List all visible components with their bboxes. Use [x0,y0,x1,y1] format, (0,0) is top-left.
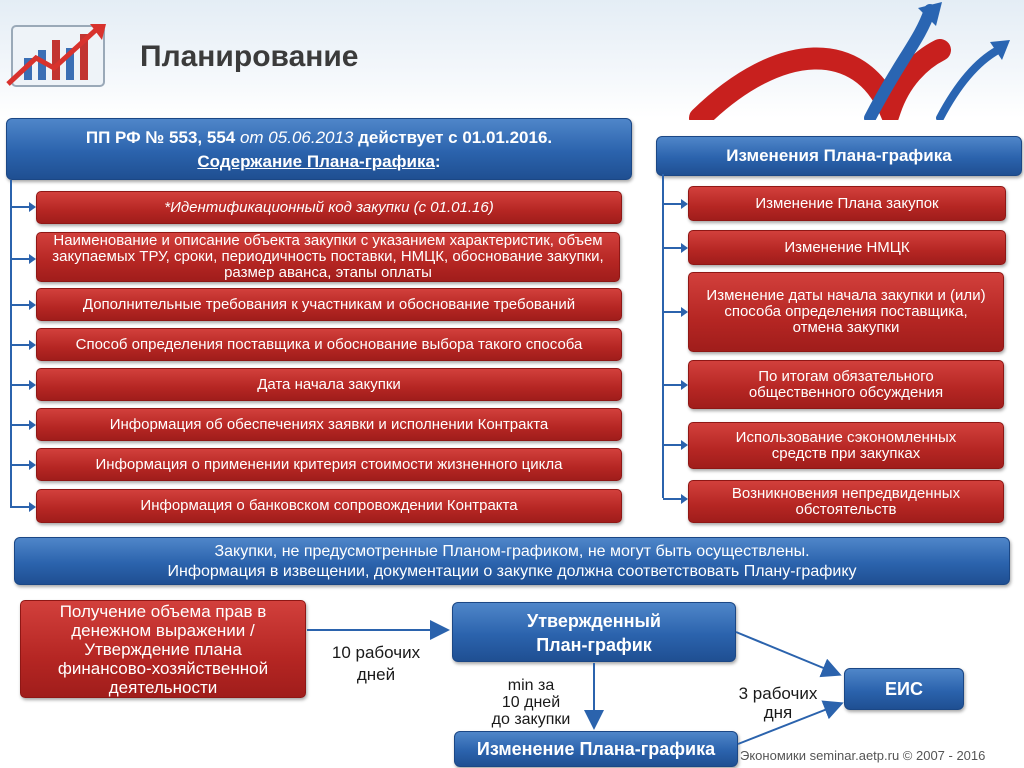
right-item-3: Изменение даты начала закупки и (или) сп… [688,272,1004,352]
banner-line-2: Информация в извещении, документации о з… [167,563,857,580]
connector [11,506,31,508]
connector-arrow-icon [681,440,688,450]
connector-arrow-icon [29,420,36,430]
ten-days-label: 10 рабочих дней [316,642,436,686]
left-item-5: Дата начала закупки [36,368,622,401]
left-item-6-text: Информация об обеспечениях заявки и испо… [109,415,549,433]
right-panel-title: Изменения Плана-графика [656,136,1022,176]
connector-arrow-icon [29,340,36,350]
left-item-8: Информация о банковском сопровождении Ко… [36,489,622,523]
left-item-4: Способ определения поставщика и обоснова… [36,328,622,361]
right-item-6-text: Возникновения непредвиденных обстоятельс… [731,484,961,518]
connector-arrow-icon [681,199,688,209]
decree-date: от 05.06.2013 [239,128,354,147]
ten-days-line-1: 10 рабочих [331,643,421,662]
ten-days-line-2: дней [356,665,396,684]
plan-contents-colon: : [434,152,441,171]
decree-effective: действует с 01.01.2016. [358,128,553,147]
footer-credit: Экономики seminar.aetp.ru © 2007 - 2016 [740,748,986,763]
connector-arrow-icon [29,202,36,212]
right-item-1-text: Изменение Плана закупок [755,194,939,212]
connector [11,206,31,208]
connector [663,247,683,249]
left-item-6: Информация об обеспечениях заявки и испо… [36,408,622,441]
connector [663,311,683,313]
plan-change-box-text: Изменение Плана-графика [476,739,716,759]
connector [11,304,31,306]
left-item-2: Наименование и описание объекта закупки … [36,232,620,282]
left-item-7-text: Информация о применении критерия стоимос… [95,455,563,473]
right-item-6: Возникновения непредвиденных обстоятельс… [688,480,1004,523]
connector-arrow-icon [29,502,36,512]
left-item-3: Дополнительные требования к участникам и… [36,288,622,321]
approved-line-2: План-график [536,635,652,655]
right-item-1: Изменение Плана закупок [688,186,1006,221]
right-item-2-text: Изменение НМЦК [784,238,910,256]
three-days-label: 3 рабочих дня [720,684,836,722]
approved-line-1: Утвержденный [527,611,661,631]
connector [663,444,683,446]
arrow-approved-to-eis [735,631,842,678]
eis-box: ЕИС [844,668,964,710]
right-panel-title-text: Изменения Плана-графика [726,146,952,165]
left-item-2-text: Наименование и описание объекта закупки … [52,232,604,281]
swoosh-arrows-icon [689,2,1010,120]
left-panel-title: ПП РФ № 553, 554 от 05.06.2013 действует… [6,118,632,180]
left-item-1: *Идентификационный код закупки (с 01.01.… [36,191,622,224]
left-item-8-text: Информация о банковском сопровождении Ко… [140,497,518,514]
connector [663,384,683,386]
connector [11,424,31,426]
banner-line-1: Закупки, не предусмотренные Планом-графи… [214,543,810,560]
right-item-5-text: Использование сэкономленных средств при … [735,428,957,462]
right-item-5: Использование сэкономленных средств при … [688,422,1004,469]
left-item-4-text: Способ определения поставщика и обоснова… [75,335,583,353]
left-item-3-text: Дополнительные требования к участникам и… [82,295,576,313]
three-days-line-1: 3 рабочих [738,684,818,703]
left-item-5-text: Дата начала закупки [257,375,401,393]
left-item-7: Информация о применении критерия стоимос… [36,448,622,481]
connector-arrow-icon [29,380,36,390]
connector-arrow-icon [29,300,36,310]
right-connector-line [662,174,664,498]
eis-box-text: ЕИС [885,679,923,699]
chart-logo-icon [6,18,110,90]
right-item-3-text: Изменение даты начала закупки и (или) сп… [706,287,986,336]
connector-arrow-icon [681,307,688,317]
connector-arrow-icon [681,243,688,253]
connector-arrow-icon [29,460,36,470]
connector [11,258,31,260]
rules-banner: Закупки, не предусмотренные Планом-графи… [14,537,1010,585]
connector [11,384,31,386]
connector [11,344,31,346]
page-title: Планирование [140,40,359,73]
connector [663,203,683,205]
connector [11,464,31,466]
approved-plan-box: Утвержденный План-график [452,602,736,662]
right-item-4: По итогам обязательного общественного об… [688,360,1004,409]
source-box: Получение объема прав в денежном выражен… [20,600,306,698]
min-line-1: min за [507,677,555,694]
decree-number: ПП РФ № 553, 554 [85,128,236,147]
connector-arrow-icon [681,380,688,390]
three-days-line-2: дня [763,703,793,722]
connector [663,498,683,500]
left-item-1-text: *Идентификационный код закупки (с 01.01.… [164,198,494,216]
plan-change-box: Изменение Плана-графика [454,731,738,767]
connector-arrow-icon [29,254,36,264]
connector-arrow-icon [681,494,688,504]
min-line-3: до закупки [491,711,571,728]
right-item-4-text: По итогам обязательного общественного об… [748,367,944,401]
right-item-2: Изменение НМЦК [688,230,1006,265]
min-line-2: 10 дней [501,694,561,711]
min-days-label: min за 10 дней до закупки [476,677,586,728]
plan-contents-title: Содержание Плана-графика [197,152,435,171]
source-box-text: Получение объема прав в денежном выражен… [57,601,269,697]
